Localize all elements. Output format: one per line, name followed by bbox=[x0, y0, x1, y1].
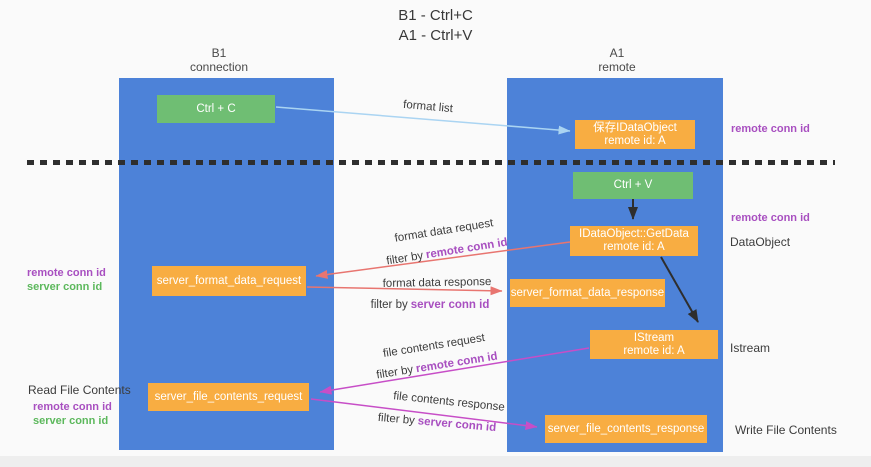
lane-header-b1: B1 connection bbox=[119, 46, 319, 74]
remote-conn-id-text-1: remote conn id bbox=[425, 236, 509, 262]
lane-a1-name: A1 bbox=[609, 46, 625, 60]
label-remote-conn-id-top: remote conn id bbox=[731, 123, 810, 135]
node-server-file-contents-request-label: server_file_contents_request bbox=[154, 390, 303, 403]
node-server-format-data-response-label: server_format_data_response bbox=[510, 286, 665, 299]
arrow-label-format-data-response: format data response bbox=[382, 276, 492, 290]
diagram-title: B1 - Ctrl+C A1 - Ctrl+V bbox=[0, 6, 871, 46]
node-istream: IStream remote id: A bbox=[590, 330, 718, 359]
lane-b1-subtitle: connection bbox=[189, 60, 249, 74]
label-dataobject: DataObject bbox=[730, 235, 791, 249]
node-ctrl-c-label: Ctrl + C bbox=[196, 102, 236, 115]
label-conn-ids-format: remote conn id server conn id bbox=[27, 266, 106, 294]
filter-by-text-4: filter by bbox=[377, 411, 416, 428]
arrow-label-file-contents-response: file contents response bbox=[392, 390, 506, 414]
node-save-idataobject-line2: remote id: A bbox=[604, 134, 666, 147]
node-save-idataobject-line1: 保存IDataObject bbox=[593, 121, 677, 134]
label-left-server-conn-id-2: server conn id bbox=[33, 415, 109, 427]
label-left-remote-conn-id-2: remote conn id bbox=[33, 401, 112, 413]
server-conn-id-text-1: server conn id bbox=[410, 299, 490, 311]
filter-by-text-2: filter by bbox=[370, 299, 408, 311]
node-server-file-contents-response-label: server_file_contents_response bbox=[547, 422, 705, 435]
remote-conn-id-text-2: remote conn id bbox=[415, 350, 499, 376]
title-line-2: A1 - Ctrl+V bbox=[398, 27, 473, 44]
lane-header-a1: A1 remote bbox=[507, 46, 727, 74]
node-ctrl-v: Ctrl + V bbox=[573, 172, 693, 199]
filter-by-text-3: filter by bbox=[375, 363, 415, 382]
node-server-file-contents-response: server_file_contents_response bbox=[545, 415, 707, 443]
label-remote-conn-id-mid: remote conn id bbox=[731, 212, 810, 224]
label-write-file-contents: Write File Contents bbox=[735, 423, 837, 437]
bottom-strip bbox=[0, 456, 871, 467]
dashed-separator-line bbox=[27, 160, 835, 165]
label-read-file-contents: Read File Contents bbox=[28, 383, 131, 397]
server-conn-id-text-2: server conn id bbox=[417, 415, 497, 435]
label-conn-ids-file: remote conn id server conn id bbox=[33, 400, 112, 428]
node-save-idataobject: 保存IDataObject remote id: A bbox=[575, 120, 695, 149]
label-left-server-conn-id-1: server conn id bbox=[27, 281, 103, 293]
lane-a1-subtitle: remote bbox=[598, 60, 636, 74]
node-server-format-data-request-label: server_format_data_request bbox=[156, 274, 302, 287]
node-idataobject-getdata-line2: remote id: A bbox=[603, 241, 665, 253]
node-server-file-contents-request: server_file_contents_request bbox=[148, 383, 309, 411]
node-ctrl-c: Ctrl + C bbox=[157, 95, 275, 123]
node-ctrl-v-label: Ctrl + V bbox=[613, 179, 653, 191]
title-line-1: B1 - Ctrl+C bbox=[398, 7, 473, 24]
node-idataobject-getdata-line1: IDataObject::GetData bbox=[579, 228, 689, 240]
node-server-format-data-request: server_format_data_request bbox=[152, 266, 306, 296]
lane-b1-name: B1 bbox=[211, 46, 227, 60]
arrow-label-format-list: format list bbox=[402, 98, 454, 116]
node-istream-line2: remote id: A bbox=[623, 344, 685, 357]
node-idataobject-getdata: IDataObject::GetData remote id: A bbox=[570, 226, 698, 256]
label-left-remote-conn-id-1: remote conn id bbox=[27, 267, 106, 279]
node-istream-line1: IStream bbox=[633, 331, 675, 344]
label-istream: Istream bbox=[730, 341, 771, 355]
node-server-format-data-response: server_format_data_response bbox=[510, 279, 665, 307]
filter-by-text-1: filter by bbox=[385, 249, 425, 268]
